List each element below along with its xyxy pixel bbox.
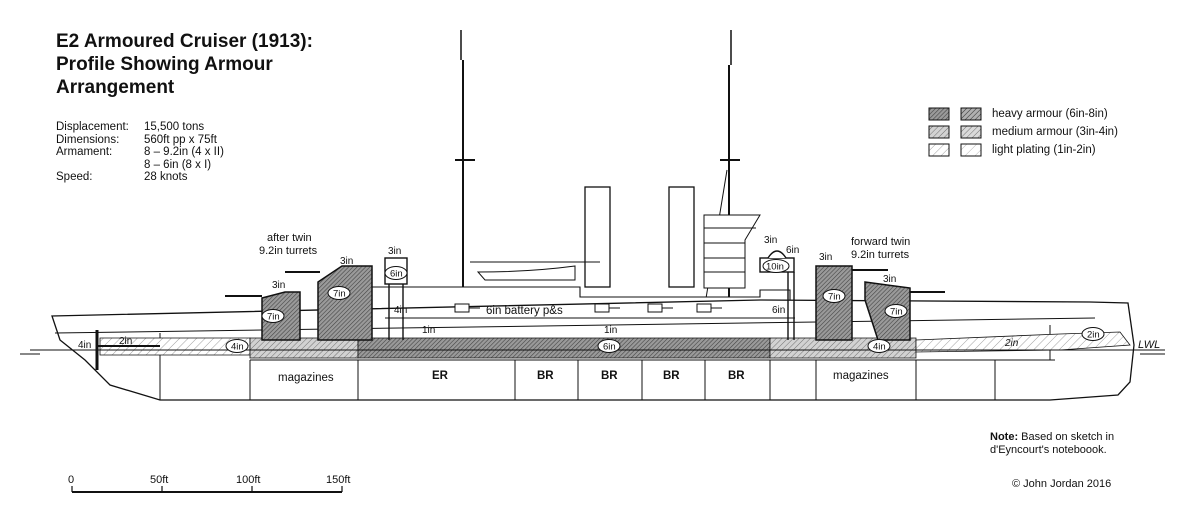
scale-label-50: 50ft — [150, 474, 168, 486]
scale-label-100: 100ft — [236, 474, 260, 486]
thickness-turret-y-face: 7in — [267, 312, 280, 323]
thickness-belt-mid: 6in — [603, 342, 616, 353]
scale-bar — [71, 486, 343, 493]
thickness-fwd-ct-roof: 3in — [764, 235, 777, 246]
spec-value: 560ft pp x 75ft — [144, 133, 217, 146]
fore-bridge — [703, 214, 761, 289]
thickness-belt-fwd: 4in — [873, 342, 886, 353]
note-label: Note: — [990, 431, 1019, 443]
thickness-fwd-ct-face: 10in — [766, 262, 784, 273]
spec-row-armament: Armament: 8 – 9.2in (4 x II) — [56, 146, 224, 159]
compartment-br-1: BR — [537, 370, 554, 382]
legend-row-heavy: heavy armour (6in-8in) — [928, 105, 1118, 123]
thickness-battery-aft: 4in — [394, 305, 407, 316]
thickness-deck-aft: 1in — [422, 325, 435, 336]
deck-lines — [54, 317, 1096, 401]
thickness-bow-deck: 2in — [1004, 338, 1019, 349]
light-plating-swatches — [928, 143, 982, 157]
compartment-br-2: BR — [601, 370, 618, 382]
bulkheads — [159, 325, 1051, 400]
legend-row-medium: medium armour (3in-4in) — [928, 123, 1118, 141]
legend-label: heavy armour (6in-8in) — [992, 108, 1108, 120]
thickness-turret-a-face: 7in — [890, 307, 903, 318]
medium-armour-swatches — [928, 125, 982, 139]
thickness-belt-aft: 4in — [231, 342, 244, 353]
thickness-turret-x-roof: 3in — [340, 256, 353, 267]
spec-value: 15,500 tons — [144, 121, 205, 133]
thickness-turret-x-face: 7in — [333, 289, 346, 300]
note-line-2: d'Eyncourt's noteboook. — [990, 444, 1107, 456]
compartment-er: ER — [432, 370, 449, 382]
legend-label: medium armour (3in-4in) — [992, 126, 1118, 138]
armour-belt — [99, 331, 1131, 359]
source-note: Note: Based on sketch in d'Eyncourt's no… — [990, 431, 1114, 457]
thickness-after-ct-roof: 3in — [388, 246, 401, 257]
title-line-3: Arrangement — [56, 77, 175, 98]
spec-value: 8 – 6in (8 x I) — [144, 158, 212, 171]
specifications-table: Displacement: 15,500 tons Dimensions: 56… — [56, 121, 224, 184]
forward-turret-label-2: 9.2in turrets — [851, 249, 910, 261]
compartment-magazines-aft: magazines — [278, 372, 334, 384]
thickness-bow-circled: 2in — [1087, 330, 1100, 341]
title-line-2: Profile Showing Armour — [56, 54, 273, 75]
spec-label: Armament: — [56, 146, 113, 159]
scale-label-0: 0 — [68, 474, 74, 486]
funnels — [584, 186, 695, 288]
spec-label: Displacement: — [56, 121, 129, 133]
thickness-after-ct-side: 6in — [390, 269, 403, 280]
legend-label: light plating (1in-2in) — [992, 144, 1096, 156]
heavy-armour-swatches — [928, 107, 982, 121]
ship-boat — [476, 265, 576, 281]
diagram-title: E2 Armoured Cruiser (1913): Profile Show… — [56, 30, 313, 99]
thickness-turret-a-roof: 3in — [883, 274, 896, 285]
compartment-br-4: BR — [728, 370, 745, 382]
title-line-1: E2 Armoured Cruiser (1913): — [56, 31, 313, 52]
battery-guns — [454, 303, 722, 313]
thickness-fwd-ct-side: 6in — [786, 245, 799, 256]
after-turret-label-2: 9.2in turrets — [259, 245, 318, 257]
forward-turret-label-1: forward twin — [851, 236, 910, 248]
thickness-turret-b-face: 7in — [828, 292, 841, 303]
legend-row-light: light plating (1in-2in) — [928, 141, 1118, 159]
compartment-br-3: BR — [663, 370, 680, 382]
thickness-turret-b-roof: 3in — [819, 252, 832, 263]
note-line-1: Based on sketch in — [1021, 431, 1115, 443]
waterline — [20, 349, 1165, 355]
spec-row-armament-secondary: 8 – 6in (8 x I) — [56, 159, 224, 172]
compartment-magazines-fwd: magazines — [833, 370, 889, 382]
scale-label-150: 150ft — [326, 474, 350, 486]
spec-row-speed: Speed: 28 knots — [56, 171, 224, 184]
thickness-turret-y-roof: 3in — [272, 280, 285, 291]
thickness-after-deck: 2in — [119, 336, 132, 347]
after-turret-label-1: after twin — [267, 232, 312, 244]
spec-value: 8 – 9.2in (4 x II) — [144, 146, 224, 159]
thickness-after-end: 4in — [78, 340, 91, 351]
thickness-deck-fwd: 1in — [604, 325, 617, 336]
waterline-label: LWL — [1138, 339, 1160, 351]
circled-labels — [225, 259, 1105, 353]
spec-label: Dimensions: — [56, 133, 120, 146]
spec-row-dimensions: Dimensions: 560ft pp x 75ft — [56, 134, 224, 147]
thickness-battery-fwd: 6in — [772, 305, 785, 316]
armour-legend: heavy armour (6in-8in) medium armour (3i… — [928, 105, 1118, 159]
spec-row-displacement: Displacement: 15,500 tons — [56, 121, 224, 134]
battery-label: 6in battery p&s — [486, 305, 563, 317]
spec-label: Speed: — [56, 171, 93, 184]
spec-value: 28 knots — [144, 171, 188, 184]
copyright: © John Jordan 2016 — [1012, 478, 1112, 490]
